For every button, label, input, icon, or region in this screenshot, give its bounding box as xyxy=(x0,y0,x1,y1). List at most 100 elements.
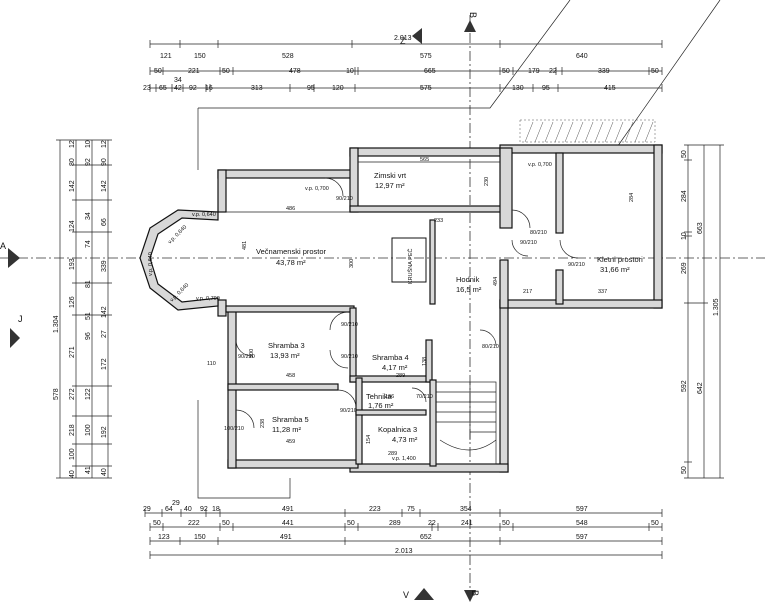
dim-left1-1: 80 xyxy=(69,158,76,166)
dim-top3-5: 313 xyxy=(251,85,263,92)
room-area-vecnamenski: 43,78 m² xyxy=(276,258,306,267)
window-label-2: v.p. 0,640 xyxy=(192,212,216,218)
dim-left3-6: 27 xyxy=(101,330,108,338)
dim-right2-1: 642 xyxy=(697,382,704,394)
top-dimensions: 121 150 528 575 640 50 221 50 478 10 665… xyxy=(143,35,663,92)
dim-top3-0: 23 xyxy=(143,85,151,92)
inner-dim-238: 238 xyxy=(260,419,266,428)
dim-bot1-5: 491 xyxy=(282,506,294,513)
dim-left-total: 1.304 xyxy=(53,315,60,333)
inner-dim-289: 289 xyxy=(396,373,405,379)
dim-bot2-5: 289 xyxy=(389,520,401,527)
inner-dim-459: 459 xyxy=(286,439,295,445)
dim-top3-9: 130 xyxy=(512,85,524,92)
dim-top2-3: 478 xyxy=(289,68,301,75)
dim-top3-7: 120 xyxy=(332,85,344,92)
dim-top-575: 575 xyxy=(420,53,432,60)
dim-top2-9: 339 xyxy=(598,68,610,75)
terrain-lines xyxy=(197,0,721,499)
dim-left3-3: 66 xyxy=(101,218,108,226)
window-label-8: v.p. 1,400 xyxy=(392,456,416,462)
dim-left2-1: 92 xyxy=(85,158,92,166)
dim-bot2-6: 22 xyxy=(428,520,436,527)
door-label-5: 80/210 xyxy=(482,344,499,350)
dim-right1-1: 284 xyxy=(681,190,688,202)
dim-bot2-4: 50 xyxy=(347,520,355,527)
dim-bot1-4: 18 xyxy=(212,506,220,513)
inner-dim-300b: 300 xyxy=(249,349,255,358)
dim-left3-8: 192 xyxy=(101,426,108,438)
dim-left2-9: 41 xyxy=(85,466,92,474)
dim-right1-4: 592 xyxy=(681,380,688,392)
section-arrow-j xyxy=(10,328,20,348)
dim-top3-4: 16 xyxy=(205,85,213,92)
dim-bot3-4: 597 xyxy=(576,534,588,541)
dim-top3-10: 95 xyxy=(542,85,550,92)
dim-bot2-0: 50 xyxy=(153,520,161,527)
inner-dim-289b: 289 xyxy=(388,451,397,457)
door-label-11: 90/210 xyxy=(520,240,537,246)
doors: 90/210 80/210 90/210 90/210 80/210 90/21… xyxy=(224,177,585,432)
dim-bottom-29: 29 xyxy=(172,500,180,507)
dim-left1-9: 100 xyxy=(69,448,76,460)
stove-box xyxy=(391,237,427,283)
window-label-1: v.p. 0,700 xyxy=(305,186,329,192)
dim-left3-5: 142 xyxy=(101,306,108,318)
inner-dim-284: 284 xyxy=(629,193,635,202)
dim-left1-5: 126 xyxy=(69,296,76,308)
room-name-zimski-vrt: Zimski vrt xyxy=(374,171,407,180)
door-label-6: 90/210 xyxy=(341,354,358,360)
section-label-j: J xyxy=(18,314,23,324)
section-label-b-top: B xyxy=(468,12,478,18)
section-label-b-bottom: B xyxy=(470,590,480,596)
inner-dim-230: 230 xyxy=(484,177,490,186)
dim-top2-6: 50 xyxy=(502,68,510,75)
room-name-tehnika: Tehnika xyxy=(366,392,393,401)
dim-left1-10: 40 xyxy=(69,470,76,478)
section-label-z: Z xyxy=(400,36,406,46)
dim-bot1-9: 597 xyxy=(576,506,588,513)
room-area-kopalnica: 4,73 m² xyxy=(392,435,418,444)
dim-bot1-2: 40 xyxy=(184,506,192,513)
dim-left1-4: 193 xyxy=(69,258,76,270)
dim-bot2-10: 50 xyxy=(651,520,659,527)
room-name-shramba4: Shramba 4 xyxy=(372,353,409,362)
dim-left1-2: 142 xyxy=(69,180,76,192)
dim-right1-2: 10 xyxy=(681,232,688,240)
dim-bot2-8: 50 xyxy=(502,520,510,527)
window-label-7: v.p. 0,700 xyxy=(528,162,552,168)
dim-right1-5: 50 xyxy=(681,466,688,474)
dim-top-528: 528 xyxy=(282,53,294,60)
dim-bot1-6: 223 xyxy=(369,506,381,513)
right-dimensions: 50 284 10 269 592 50 663 642 1.305 xyxy=(681,144,724,479)
dim-left1-3: 124 xyxy=(69,220,76,232)
dim-left2-4: 81 xyxy=(85,280,92,288)
dim-top-121: 121 xyxy=(160,53,172,60)
dim-top2-5: 665 xyxy=(424,68,436,75)
bottom-dimensions: 29 29 64 40 92 18 491 223 75 354 597 50 … xyxy=(143,500,663,559)
inner-dim-154: 154 xyxy=(366,435,372,444)
dim-left-578: 578 xyxy=(53,388,60,400)
dim-right-total: 1.305 xyxy=(713,298,720,316)
dim-right2-0: 663 xyxy=(697,222,704,234)
walls xyxy=(139,144,663,473)
dim-right1-3: 269 xyxy=(681,262,688,274)
dim-top2-8: 22 xyxy=(549,68,557,75)
dim-top2-0: 50 xyxy=(154,68,162,75)
window-label-4: v.p. 0,640 xyxy=(148,252,154,276)
dim-top3-11: 415 xyxy=(604,85,616,92)
section-arrow-z xyxy=(412,28,422,44)
dim-top3-2: 42 xyxy=(174,85,182,92)
dim-bot2-7: 241 xyxy=(461,520,473,527)
dim-left1-7: 272 xyxy=(69,388,76,400)
room-area-zimski-vrt: 12,97 m² xyxy=(375,181,405,190)
dim-bot1-7: 75 xyxy=(407,506,415,513)
dim-bot3-0: 123 xyxy=(158,534,170,541)
dim-top3-8: 575 xyxy=(420,85,432,92)
dim-left3-0: 12 xyxy=(101,140,108,148)
dim-top2-1: 221 xyxy=(188,68,200,75)
dim-bot3-3: 652 xyxy=(420,534,432,541)
dim-bottom-total: 2.013 xyxy=(395,548,413,555)
dim-left3-4: 339 xyxy=(101,260,108,272)
inner-dim-110: 110 xyxy=(207,361,216,367)
